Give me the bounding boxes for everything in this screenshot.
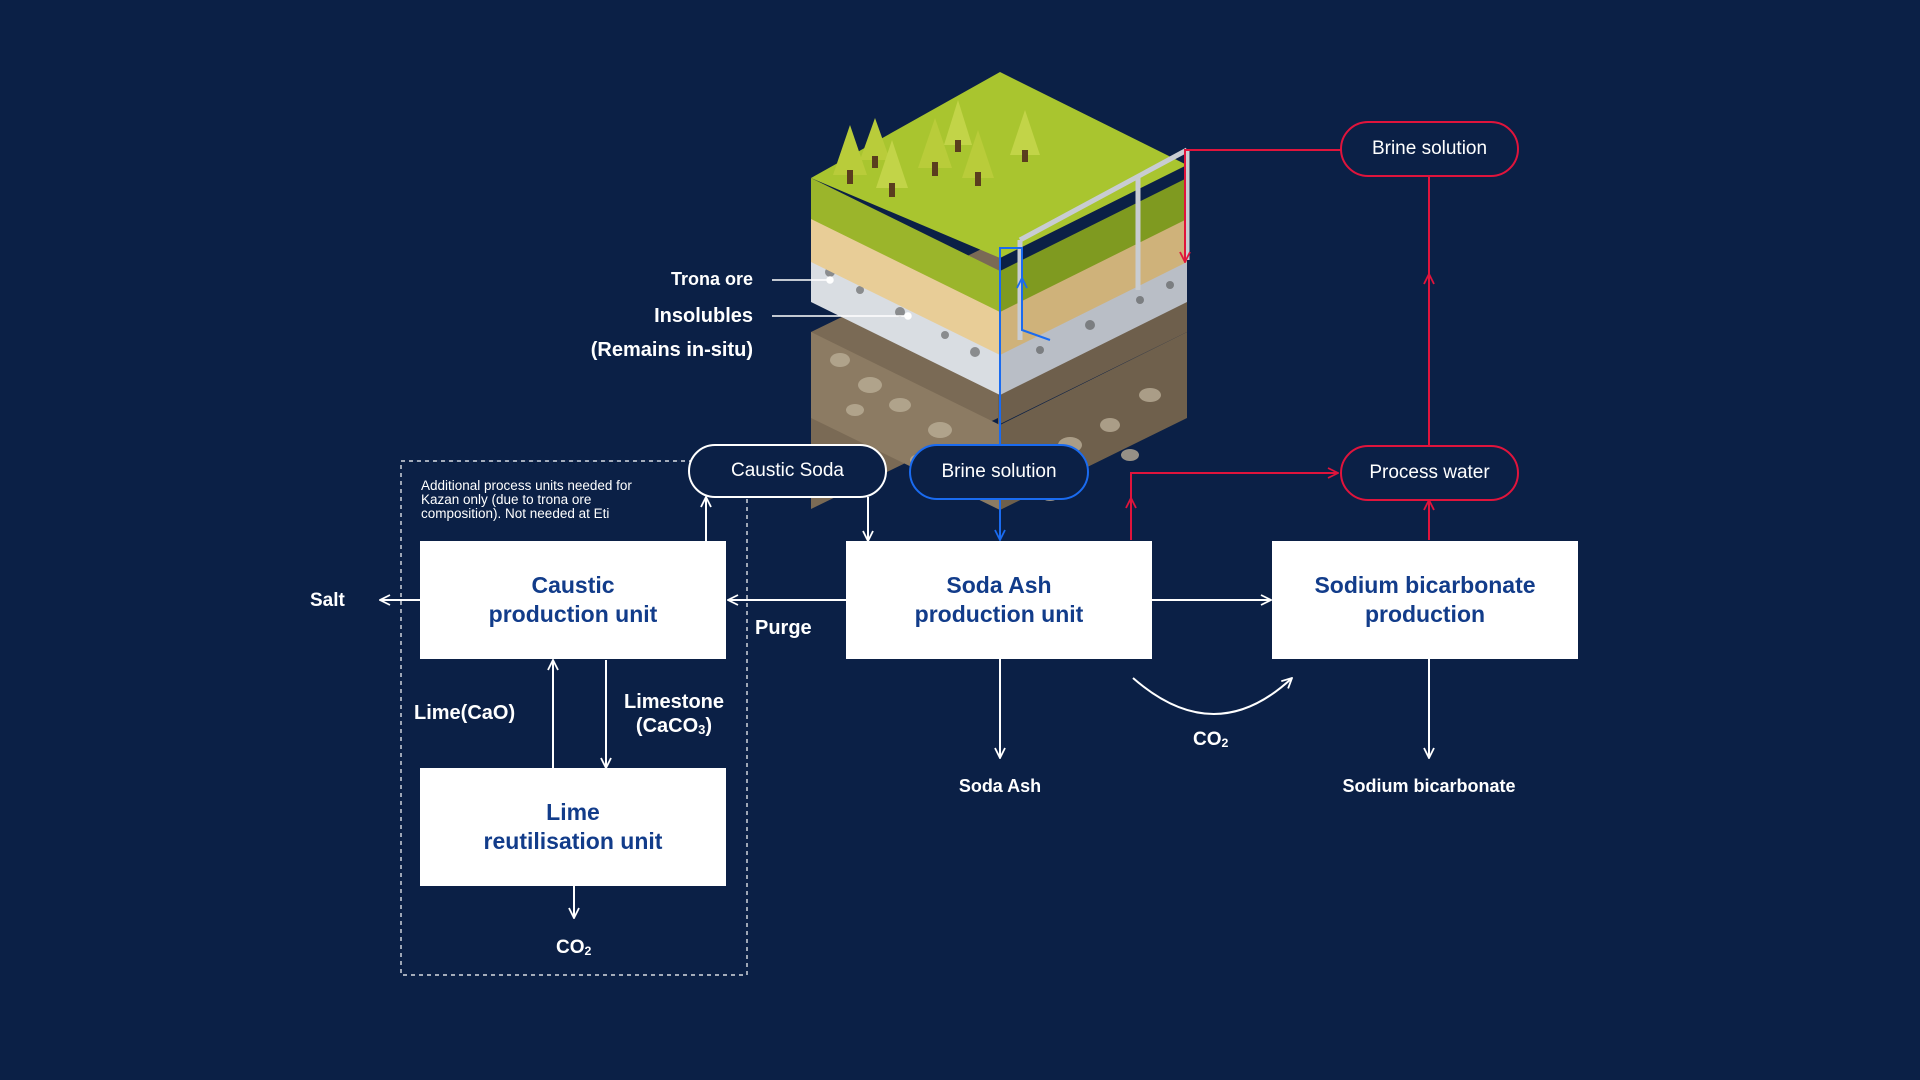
sodium-bicarbonate-production-label: Sodium bicarbonate production <box>1272 541 1578 659</box>
caustic-line-1: Caustic <box>531 572 615 598</box>
limestone-line-2: (CaCO3) <box>635 715 713 737</box>
bicarb-line-1: Sodium bicarbonate <box>1314 572 1536 598</box>
limestone-line-1: Limestone <box>623 691 725 713</box>
kazan-only-region <box>400 460 748 976</box>
trona-ore-label: Trona ore <box>670 269 753 289</box>
co2-lime-label: CO2 <box>556 937 592 958</box>
remains-in-situ-label: (Remains in-situ) <box>590 339 753 361</box>
layer-leader-lines <box>772 276 912 320</box>
red-brine-flow <box>1131 149 1429 540</box>
lime-reutilisation-label: Lime reutilisation unit <box>420 768 726 886</box>
brine-solution-blue-pill <box>909 444 1089 500</box>
process-water-label: Process water <box>1369 462 1490 483</box>
salt-label: Salt <box>310 590 345 611</box>
lime-line-1: Lime <box>546 799 600 825</box>
lime-reutilisation-box <box>420 768 726 886</box>
caustic-production-box <box>420 541 726 659</box>
insolubles-label: Insolubles <box>654 305 753 327</box>
sodium-bicarbonate-box <box>1272 541 1578 659</box>
brine-solution-blue-label: Brine solution <box>941 461 1057 482</box>
brine-solution-red-pill <box>1340 121 1519 177</box>
caustic-soda-pill-label: Caustic Soda <box>730 460 844 481</box>
brine-solution-red-label: Brine solution <box>1371 138 1488 159</box>
trona-deposit-illustration <box>811 72 1190 510</box>
sodium-bicarbonate-output-label: Sodium bicarbonate <box>1342 776 1516 796</box>
purge-label: Purge <box>755 617 812 639</box>
blue-brine-flow <box>1000 247 1051 540</box>
white-process-flows <box>380 497 1429 918</box>
soda-ash-production-box <box>846 541 1152 659</box>
soda-ash-production-label: Soda Ash production unit <box>846 541 1152 659</box>
soda-line-1: Soda Ash <box>946 572 1052 598</box>
soda-ash-output-label: Soda Ash <box>958 776 1042 796</box>
lime-line-2: reutilisation unit <box>483 828 663 854</box>
soda-line-2: production unit <box>914 601 1084 627</box>
bicarb-line-2: production <box>1364 601 1486 627</box>
caustic-soda-pill <box>688 444 887 498</box>
limestone-label: Limestone (CaCO3) <box>612 690 736 742</box>
kazan-note: Additional process units needed for Kaza… <box>421 478 632 521</box>
lime-cao-label: Lime(CaO) <box>414 702 516 724</box>
caustic-production-label: Caustic production unit <box>420 541 726 659</box>
co2-curve-label: CO2 <box>1193 729 1229 750</box>
process-water-pill <box>1340 445 1519 501</box>
caustic-line-2: production unit <box>488 601 658 627</box>
